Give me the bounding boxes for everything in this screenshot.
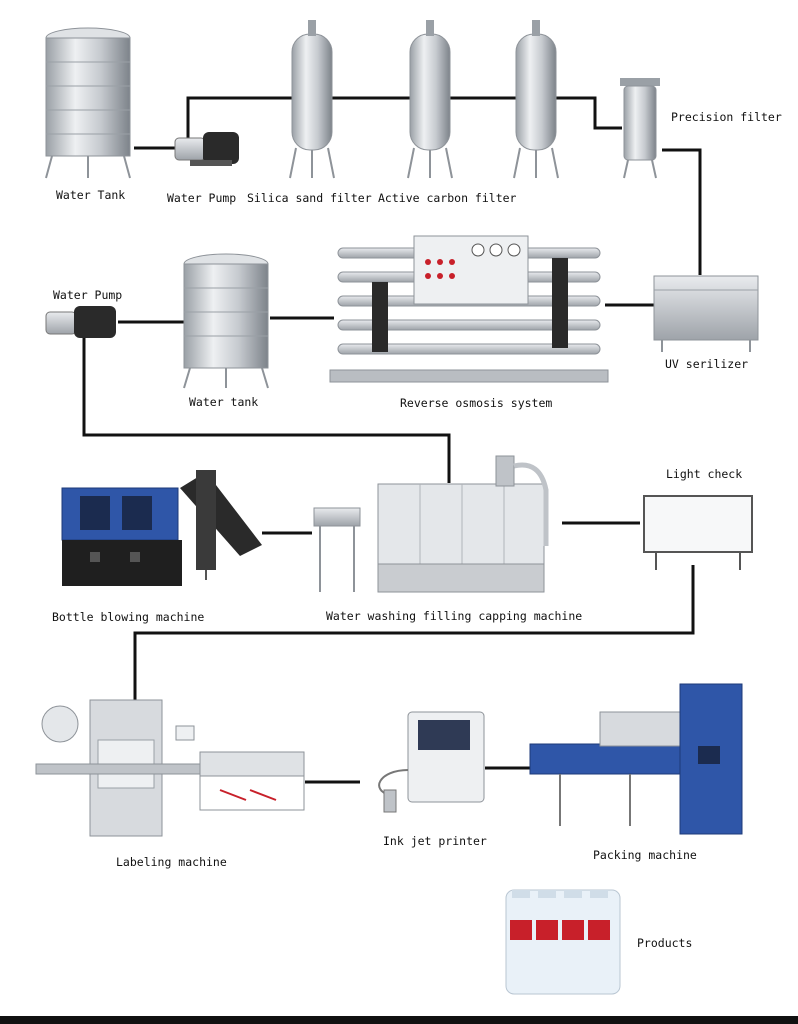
label-bottle-blowing: Bottle blowing machine (52, 610, 205, 624)
bottle-blowing-machine-image (61, 470, 262, 586)
label-silica-sand-filter: Silica sand filter (247, 191, 372, 205)
light-check-image (643, 495, 753, 570)
filling-machine-image (313, 455, 549, 593)
line-precision-to-uv (662, 148, 702, 275)
label-ink-jet: Ink jet printer (383, 834, 487, 848)
labeling-machine-image (35, 699, 305, 837)
label-active-carbon-filter: Active carbon filter (378, 191, 517, 205)
label-water-tank-2: Water tank (189, 395, 259, 409)
packing-machine-image (529, 683, 743, 835)
reverse-osmosis-image (329, 235, 609, 383)
water-tank-1-image (45, 27, 131, 179)
bottom-border-bar (0, 1016, 798, 1024)
products-image (505, 889, 621, 995)
label-packing: Packing machine (593, 848, 697, 862)
label-water-tank-1: Water Tank (56, 188, 126, 202)
label-reverse-osmosis: Reverse osmosis system (400, 396, 553, 410)
active-carbon-filter-image (407, 20, 453, 179)
silica-sand-filter-image (289, 20, 335, 179)
water-tank-2-image (183, 253, 269, 389)
water-pump-1-image (174, 132, 239, 166)
label-light-check: Light check (666, 467, 743, 481)
connection-lines (82, 96, 702, 784)
line-to-precision (553, 96, 622, 130)
line-light-to-labeling (133, 565, 695, 700)
label-products: Products (637, 936, 693, 950)
line-pump2-to-filling (82, 338, 451, 483)
label-water-pump-2: Water Pump (53, 288, 123, 302)
label-labeling: Labeling machine (116, 855, 227, 869)
third-filter-image (513, 20, 559, 179)
label-filling-machine: Water washing filling capping machine (326, 609, 583, 623)
label-precision-filter: Precision filter (671, 110, 782, 124)
label-water-pump-1: Water Pump (167, 191, 237, 205)
precision-filter-image (620, 78, 660, 179)
water-pump-2-image (45, 306, 116, 338)
label-uv-sterilizer: UV serilizer (665, 357, 749, 371)
uv-sterilizer-image (653, 275, 759, 352)
ink-jet-printer-image (378, 711, 485, 813)
